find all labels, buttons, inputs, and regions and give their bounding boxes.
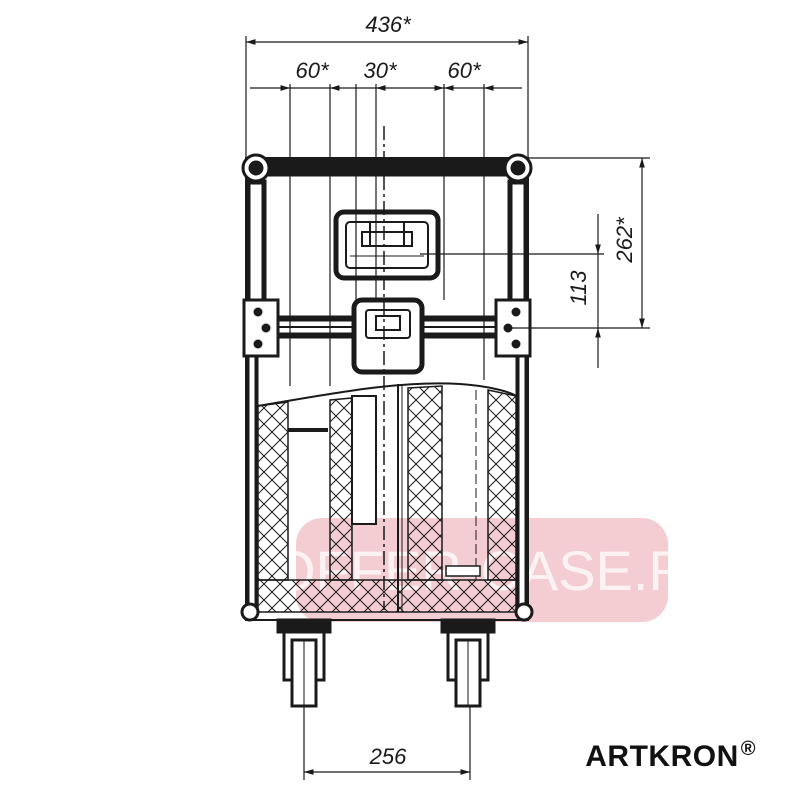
lid-seam [257, 382, 517, 407]
brand-logo: ARTKRON® [585, 738, 756, 774]
corner-fittings [240, 153, 534, 622]
wheel-left [276, 618, 332, 708]
dim-segment-right: 60* [447, 58, 481, 83]
brand-name: ARTKRON [585, 740, 739, 773]
case-handle [333, 209, 441, 281]
dim-segment-center: 30* [363, 58, 397, 83]
case-latch [351, 297, 425, 375]
dim-height-lower: 113 [566, 270, 591, 306]
wheel-right [440, 618, 496, 708]
dimension-lines [245, 36, 650, 780]
dim-segment-left: 60* [295, 58, 329, 83]
dim-height-upper: 262* [612, 216, 637, 264]
dim-wheel-spacing: 256 [369, 744, 407, 769]
foam-insert [257, 384, 517, 613]
registered-mark: ® [740, 738, 756, 760]
dim-overall-width: 436* [365, 12, 412, 37]
